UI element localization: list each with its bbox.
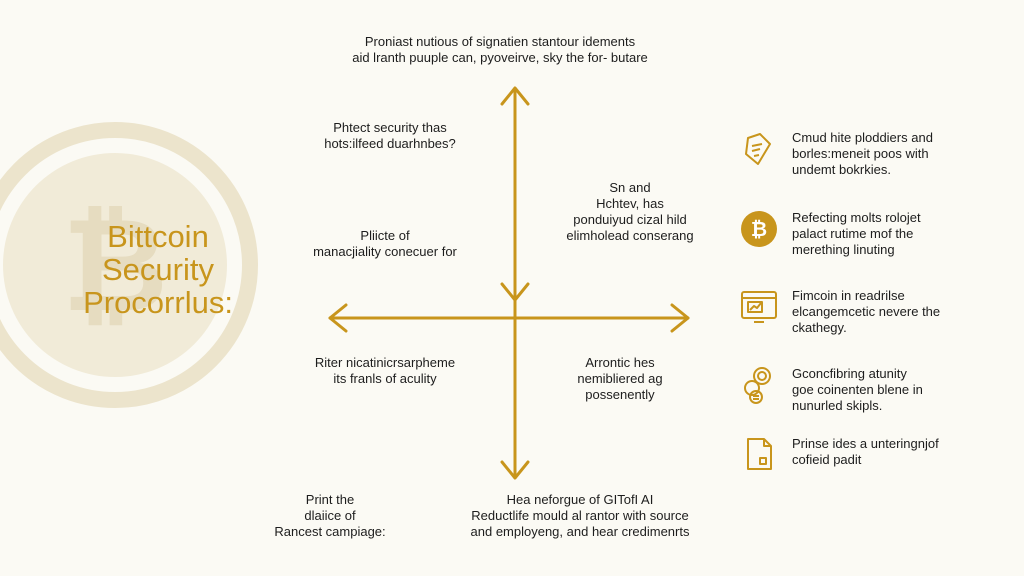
quadrant-label-1: Phtect security thas hots:ilfeed duarhnb… [290,120,490,152]
quadrant-label-4: Riter nicatinicrsarpheme its franls of a… [280,355,490,387]
text-line: Pliicte of [360,228,410,243]
text-line: aid lranth puuple can, pyoveirve, sky th… [352,50,648,65]
svg-text:₿: ₿ [751,217,767,241]
text-line: borles:meneit poos with [792,146,929,161]
file-icon [747,438,772,470]
text-line: and employeng, and hear credimenrts [470,524,690,539]
bitcoin-watermark-icon: ₿ [0,122,258,408]
text-line: Rancest campiage: [274,524,386,539]
text-line: ponduiyud cizal hild [573,212,687,227]
text-line: elcangemcetic nevere the [792,304,941,319]
side-list-item: Gconcfibring atunity goe coinenten blene… [740,366,1010,426]
bottom-right-label: Hea neforgue of GITofI AI Reductlife mou… [430,492,730,540]
top-label: Proniast nutious of signatien stantour i… [310,34,690,66]
quadrant-label-2: Sn and Hchtev, has ponduiyud cizal hild … [540,180,720,244]
text-line: possenently [585,387,655,402]
text-line: Refecting molts rolojet [792,210,921,225]
arrow-left-icon [328,303,348,333]
title-line: Bittcoin [107,219,209,254]
text-line: cofieid padit [792,452,862,467]
side-list-item: Cmud hite ploddiers and borles:meneit po… [740,130,1010,190]
title-line: Procorrlus: [83,285,233,320]
document-shield-icon [745,133,771,165]
bottom-left-label: Print the dlaiice of Rancest campiage: [260,492,400,540]
text-line: Cmud hite ploddiers and [792,130,933,145]
arrow-up-icon [500,86,530,106]
side-list-item: Fimcoin in readrilse elcangemcetic never… [740,288,1010,348]
quadrant-axes [328,86,690,480]
text-line: Gconcfibring atunity [792,366,907,381]
text-line: its franls of aculity [333,371,437,386]
text-line: Hchtev, has [596,196,664,211]
side-list-item: ₿ Refecting molts rolojet palact rutime … [740,210,1010,270]
text-line: Print the [305,492,355,507]
text-line: palact rutime mof the [792,226,914,241]
text-line: nemibliered ag [577,371,663,386]
text-line: goe coinenten blene in [792,382,923,397]
text-line: undemt bokrkies. [792,162,891,177]
text-line: Phtect security thas [333,120,447,135]
text-line: Proniast nutious of signatien stantour i… [364,34,636,49]
text-line: dlaiice of [304,508,356,523]
text-line: Reductlife mould al rantor with source [471,508,689,523]
arrow-right-icon [670,303,690,333]
text-line: Riter nicatinicrsarpheme [314,355,456,370]
text-line: manacjiality conecuer for [313,244,457,259]
svg-text:₿: ₿ [62,189,168,341]
text-line: Prinse ides a unteringnjof [792,436,939,451]
bitcoin-icon: ₿ [741,211,777,247]
text-line: Arrontic hes [585,355,655,370]
quadrant-label-5: Arrontic hes nemibliered ag possenently [550,355,690,403]
side-list-item: Prinse ides a unteringnjof cofieid padit [740,436,1010,496]
text-line: Sn and [609,180,651,195]
text-line: merething linuting [792,242,895,257]
page-title: Bittcoin Security Procorrlus: [58,220,258,319]
text-line: hots:ilfeed duarhnbes? [324,136,456,151]
text-line: elimholead conserang [566,228,694,243]
text-line: Hea neforgue of GITofI AI [506,492,654,507]
text-line: nunurled skipls. [792,398,883,413]
coins-icon [744,367,771,404]
text-line: ckathegy. [792,320,847,335]
arrow-down-icon [500,460,530,480]
quadrant-label-3: Pliicte of manacjiality conecuer for [280,228,490,260]
title-line: Security [102,252,214,287]
monitor-chart-icon [741,291,777,323]
text-line: Fimcoin in readrilse [792,288,905,303]
